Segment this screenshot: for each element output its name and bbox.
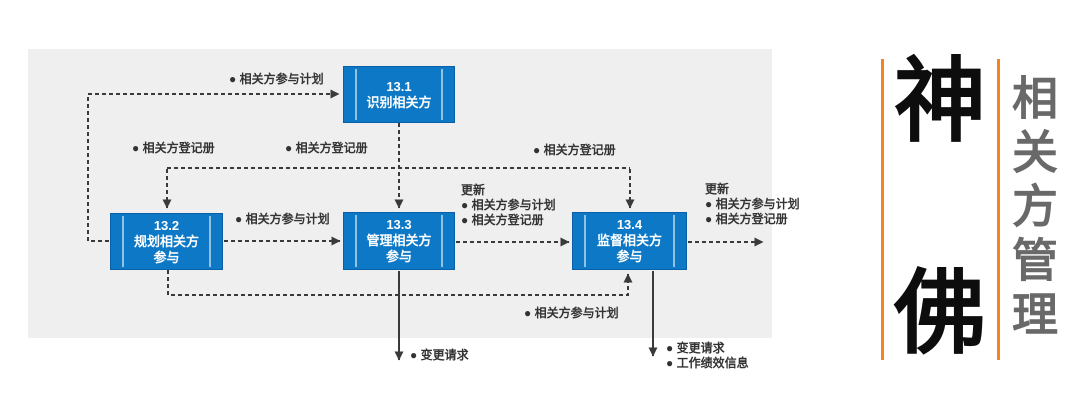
process-name: 识别相关方 <box>366 94 432 110</box>
brand-char-bottom: 佛 <box>893 260 986 367</box>
flow-label-plan-to-134-bottom: ● 相关方参与计划 <box>524 306 619 320</box>
flow-label-register-right: ● 相关方登记册 <box>533 143 616 157</box>
flow-label-updates-134-out: 更新 ● 相关方参与计划 ● 相关方登记册 <box>705 182 800 226</box>
accent-line-right <box>997 59 1000 360</box>
brand-characters: 神 佛 <box>886 56 994 360</box>
flow-label-outputs-134: ● 变更请求 ● 工作绩效信息 <box>666 341 749 370</box>
process-id: 13.2 <box>153 217 180 233</box>
process-side-bar-icon <box>673 215 675 267</box>
flow-label-plan-132-133: ● 相关方参与计划 <box>235 212 330 226</box>
process-id: 13.1 <box>386 78 412 94</box>
process-id: 13.4 <box>616 217 643 232</box>
process-side-bar-icon <box>122 216 124 267</box>
process-name: 监督相关方 参与 <box>596 233 662 264</box>
vertical-title: 相关方管理 <box>1006 74 1058 344</box>
brand-char-top: 神 <box>893 48 986 155</box>
accent-line-left <box>881 59 884 360</box>
process-id: 13.3 <box>386 217 412 232</box>
flow-label-updates-133-134: 更新 ● 相关方参与计划 ● 相关方登记册 <box>461 183 556 227</box>
flow-label-register-mid: ● 相关方登记册 <box>285 141 368 155</box>
flow-label-register-left: ● 相关方登记册 <box>132 141 215 155</box>
process-side-bar-icon <box>441 69 443 120</box>
flow-label-change-request-133: ● 变更请求 <box>410 348 469 362</box>
flow-label-plan-to-131: ● 相关方参与计划 <box>229 72 324 86</box>
process-side-bar-icon <box>209 216 211 267</box>
process-side-bar-icon <box>584 215 586 267</box>
process-side-bar-icon <box>355 215 357 267</box>
process-name: 规划相关方 参与 <box>133 233 199 265</box>
process-side-bar-icon <box>355 69 357 120</box>
process-side-bar-icon <box>441 215 443 267</box>
process-name: 管理相关方 参与 <box>366 233 432 264</box>
